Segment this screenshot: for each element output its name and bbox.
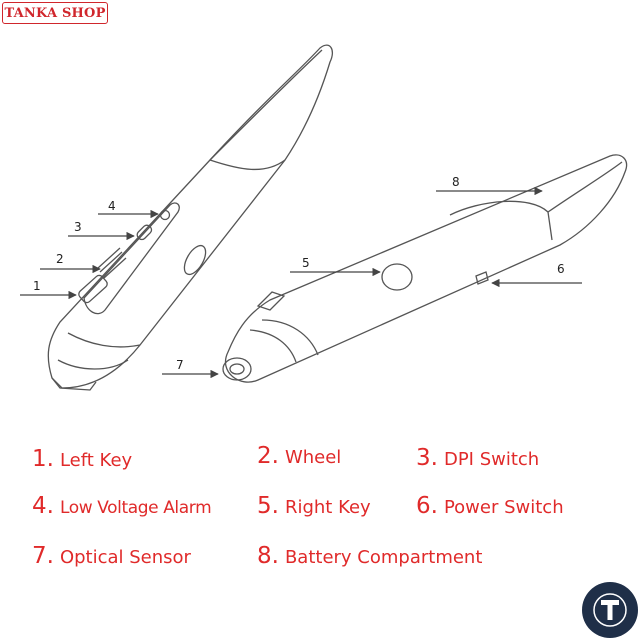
pen-front-button-panel: [83, 202, 180, 315]
legend-label: Left Key: [59, 450, 133, 471]
callout-number-1: 1: [33, 279, 41, 293]
legend-label: Low Voltage Alarm: [59, 498, 212, 518]
legend-item-optical-sensor: 7.Optical Sensor: [32, 543, 191, 569]
pen-left-key: [78, 274, 108, 304]
pen-right-key: [381, 263, 413, 291]
legend-item-right-key: 5.Right Key: [257, 493, 371, 519]
pen-side-seam-upper: [449, 200, 549, 216]
t-letter-icon: [593, 593, 627, 627]
legend-item-wheel: 2.Wheel: [257, 443, 341, 469]
legend-item-left-key: 1.Left Key: [32, 446, 132, 472]
callout-number-2: 2: [56, 252, 64, 266]
legend-number: 8.: [257, 543, 279, 569]
legend-label: DPI Switch: [443, 449, 540, 470]
pen-front-top-seam: [209, 159, 286, 171]
callout-number-3: 3: [74, 220, 82, 234]
pen-front-tip-seam: [57, 359, 129, 370]
brand-badge: [582, 582, 638, 638]
legend-label: Power Switch: [443, 497, 564, 518]
legend-item-battery-compartment: 8.Battery Compartment: [257, 543, 482, 569]
legend-number: 4.: [32, 493, 54, 519]
callout-number-6: 6: [557, 262, 565, 276]
pen-front-ridge: [209, 49, 323, 161]
pen-front-body: [47, 44, 334, 389]
pen-front-lower-seam: [67, 332, 141, 348]
pen-side-key: [256, 291, 286, 311]
pen-side-seam-lower: [547, 211, 553, 241]
legend-number: 2.: [257, 443, 279, 469]
brand-logo: TANKA SHOP: [2, 2, 108, 24]
callout-number-7: 7: [176, 358, 184, 372]
legend-label: Battery Compartment: [284, 547, 483, 568]
pen-front-tip: [51, 377, 97, 391]
pen-side-button: [183, 244, 207, 276]
callout-number-5: 5: [302, 256, 310, 270]
callout-numbers: 1 2 3 4 5 6 7 8: [33, 175, 565, 372]
legend-label: Right Key: [284, 497, 371, 518]
brand-logo-text: TANKA SHOP: [4, 5, 106, 21]
pen-alarm-led: [159, 209, 171, 221]
pen-dpi-switch: [136, 224, 153, 241]
pen-power-switch: [475, 271, 489, 285]
legend-item-dpi-switch: 3.DPI Switch: [416, 445, 539, 471]
legend-label: Optical Sensor: [59, 547, 191, 568]
legend-number: 3.: [416, 445, 438, 471]
pen-optical-sensor-ring: [222, 357, 252, 381]
legend-item-low-voltage-alarm: 4.Low Voltage Alarm: [32, 493, 212, 519]
pen-front-view: [47, 44, 334, 391]
legend-number: 5.: [257, 493, 279, 519]
legend-number: 6.: [416, 493, 438, 519]
pen-optical-sensor: [229, 363, 245, 375]
legend-number: 7.: [32, 543, 54, 569]
callout-arrows: [20, 186, 582, 379]
legend-number: 1.: [32, 446, 54, 472]
pen-side-front-seam-2: [249, 329, 297, 363]
callout-number-8: 8: [452, 175, 460, 189]
pen-side-front-seam: [261, 319, 319, 356]
pen-mouse-diagram: 1 2 3 4 5 6 7 8: [20, 44, 628, 391]
pen-side-seam-long: [547, 161, 623, 213]
legend-item-power-switch: 6.Power Switch: [416, 493, 564, 519]
callout-number-4: 4: [108, 199, 116, 213]
pen-side-body: [225, 154, 628, 383]
legend-label: Wheel: [284, 447, 342, 468]
pen-side-view: [222, 154, 628, 383]
pen-wheel: [97, 247, 127, 279]
